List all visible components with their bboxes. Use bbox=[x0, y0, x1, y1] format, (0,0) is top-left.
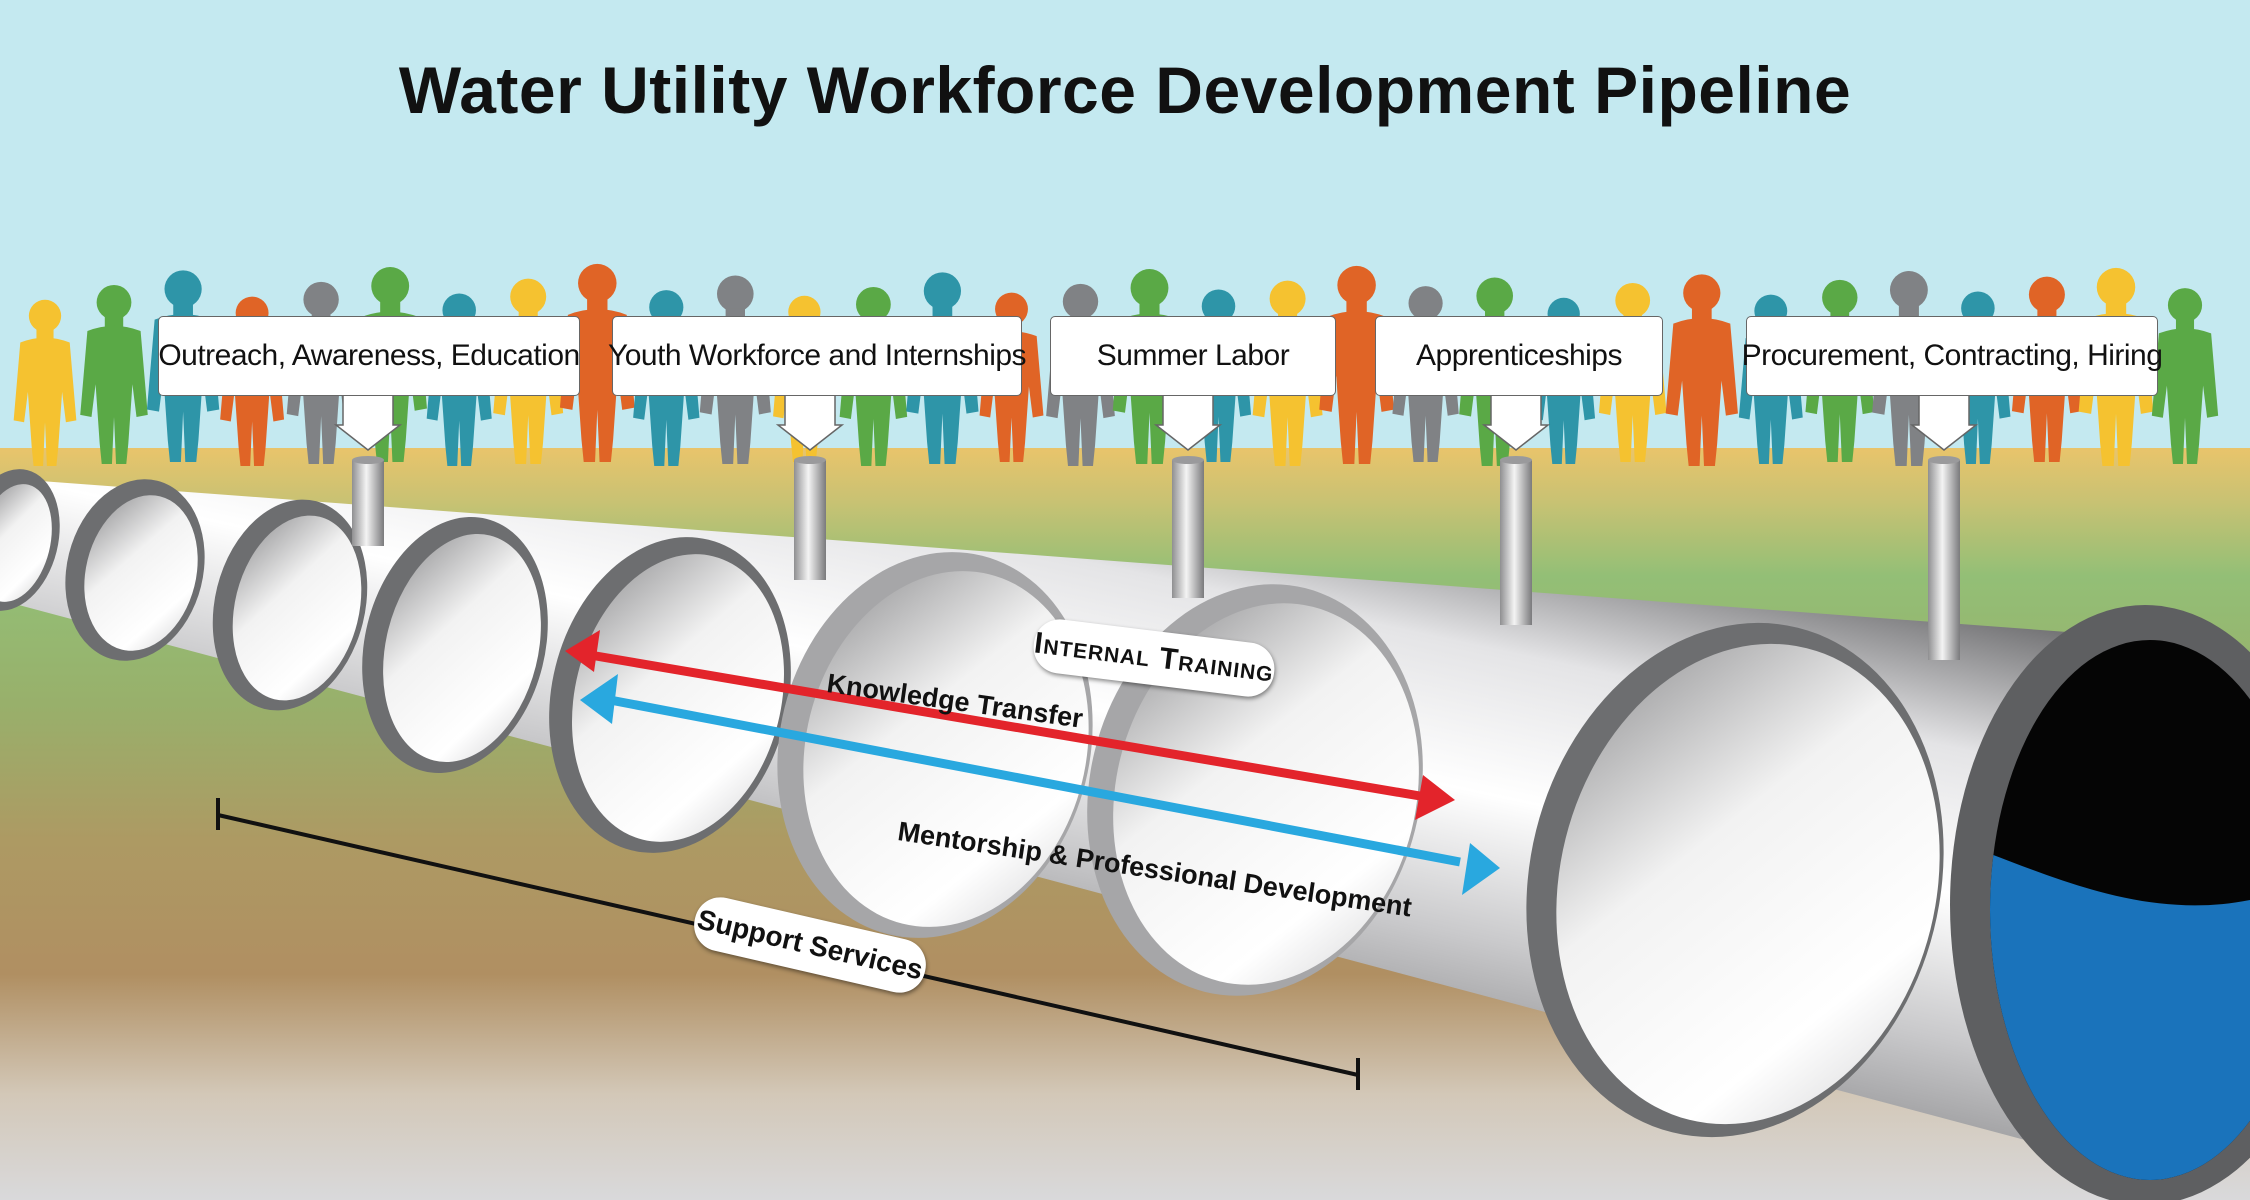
stage-summer-labor-label: Summer Labor bbox=[1050, 316, 1336, 396]
feeder-stems bbox=[352, 456, 1960, 660]
page-title: Water Utility Workforce Development Pipe… bbox=[398, 53, 1852, 127]
stage-procurement-label: Procurement, Contracting, Hiring bbox=[1742, 316, 2163, 396]
stage-outreach-label: Outreach, Awareness, Education bbox=[158, 316, 580, 396]
water bbox=[1990, 850, 2250, 1180]
person-silhouette bbox=[1665, 274, 1738, 466]
person-silhouette bbox=[80, 284, 148, 464]
person-silhouette bbox=[2151, 288, 2219, 464]
pipe-collars bbox=[0, 469, 1944, 1138]
person-silhouette bbox=[13, 299, 77, 466]
mentorship-arrow bbox=[580, 674, 1500, 895]
pipe-opening bbox=[1950, 605, 2250, 1200]
stage-down-arrows bbox=[333, 393, 1979, 451]
knowledge-transfer-arrow bbox=[565, 630, 1455, 820]
stage-apprenticeships-label: Apprenticeships bbox=[1375, 316, 1663, 396]
stage-youth-workforce-label: Youth Workforce and Internships bbox=[608, 316, 1027, 396]
